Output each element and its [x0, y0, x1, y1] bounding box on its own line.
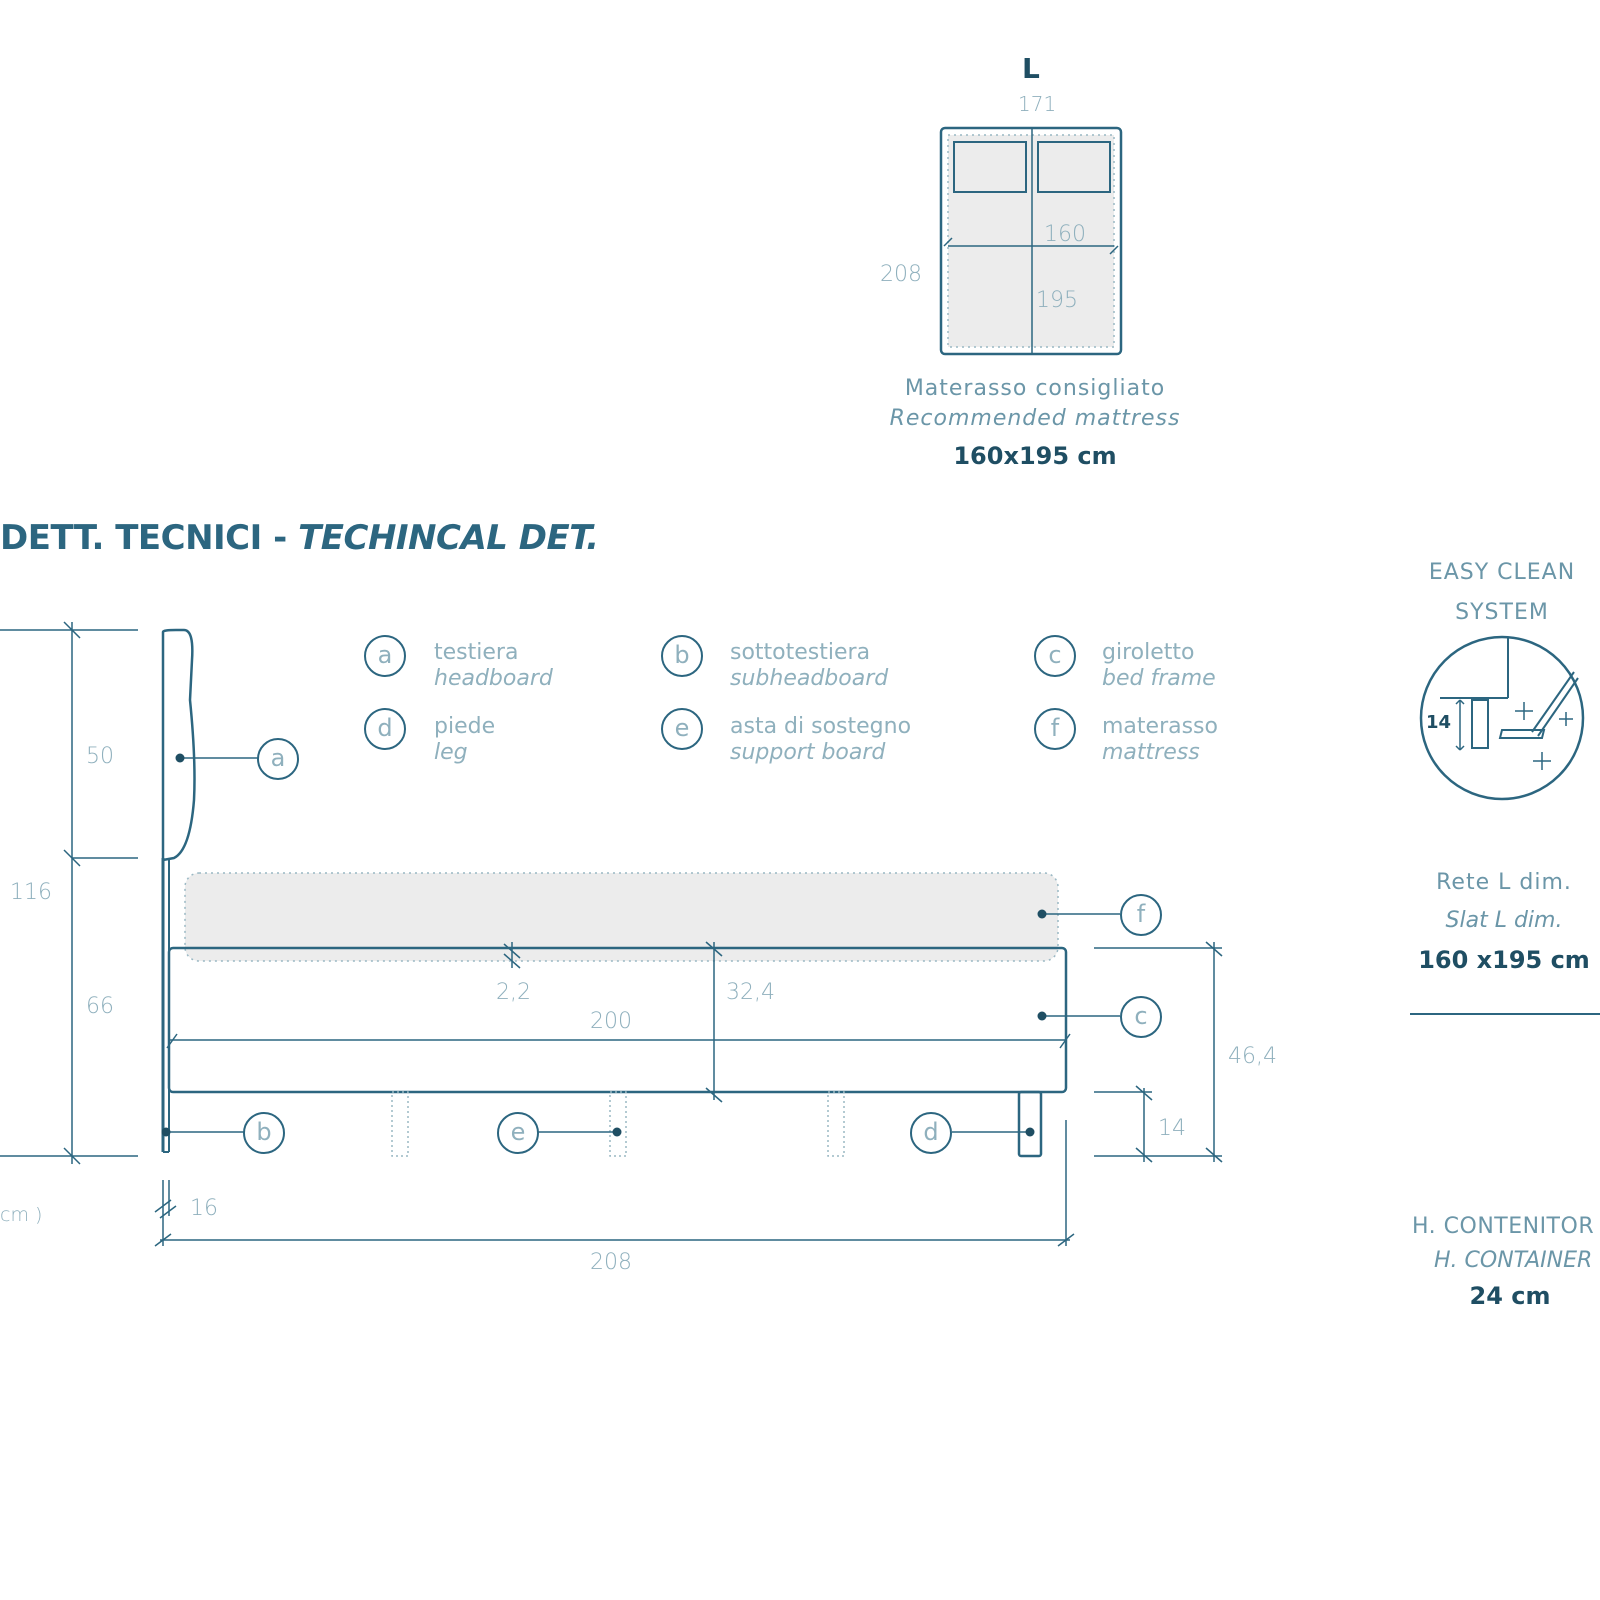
slat-size: 160 x195 cm [1418, 946, 1590, 974]
legend-label-it: materasso [1102, 714, 1218, 739]
legend-label-it: asta di sostegno [730, 714, 912, 739]
slat-en: Slat L dim. [1445, 908, 1563, 933]
easy-clean-detail [1410, 635, 1600, 1015]
slat-it: Rete L dim. [1436, 870, 1572, 895]
easy-clean-title-1: EASY CLEAN [1428, 560, 1576, 585]
legend-label-it: testiera [434, 640, 519, 665]
easy-clean-title-2: SYSTEM [1455, 600, 1549, 625]
legend-bullet-e: e [661, 708, 703, 750]
dim-frame-depth: 32,4 [726, 980, 775, 1005]
inner-length-value: 195 [1036, 288, 1078, 313]
leg [1017, 1090, 1043, 1158]
support-1 [391, 1091, 409, 1157]
legend-label-en: headboard [434, 666, 553, 691]
callout-b: b [243, 1112, 285, 1154]
bed-outline [939, 126, 1123, 356]
dim-lower-height: 66 [86, 994, 114, 1019]
bed-frame [167, 946, 1068, 1094]
dim-total-length: 208 [590, 1250, 632, 1275]
outer-length-value: 208 [880, 262, 922, 287]
dim-headboard-thickness: 16 [190, 1196, 218, 1221]
legend-label-en: leg [434, 740, 468, 765]
dim-headboard-height: 50 [86, 744, 114, 769]
callout-c: c [1120, 996, 1162, 1038]
container-it: H. CONTENITOR [1412, 1214, 1595, 1239]
mattress-caption-size: 160x195 cm [953, 442, 1117, 470]
outer-width-value: 171 [1018, 92, 1057, 116]
mattress-side [184, 872, 1059, 962]
section-title-en: TECHINCAL DET. [298, 518, 599, 558]
mattress-caption-en: Recommended mattress [889, 406, 1181, 431]
legend-bullet-f: f [1034, 708, 1076, 750]
dim-leg-height: 14 [1158, 1116, 1186, 1141]
bed-elevation [0, 621, 1223, 1247]
mattress-plan [939, 126, 1123, 356]
legend-label-en: subheadboard [730, 666, 889, 691]
support-3 [827, 1091, 845, 1157]
legend-label-it: sottotestiera [730, 640, 871, 665]
pillow-left [953, 141, 1027, 193]
callout-f: f [1120, 894, 1162, 936]
legend-bullet-c: c [1034, 635, 1076, 677]
inner-width-value: 160 [1044, 222, 1086, 247]
legend-bullet-d: d [364, 708, 406, 750]
size-label: L [1022, 52, 1040, 85]
callout-d: d [910, 1112, 952, 1154]
pillow-right [1037, 141, 1111, 193]
section-title: DETT. TECNICI - TECHINCAL DET. [0, 518, 599, 558]
callout-e: e [497, 1112, 539, 1154]
mattress-caption-it: Materasso consigliato [904, 376, 1166, 401]
dim-frame-length: 200 [590, 1009, 632, 1034]
easy-clean-clearance: 14 [1426, 712, 1452, 733]
support-2 [609, 1091, 627, 1157]
legend-label-en: support board [730, 740, 886, 765]
legend-label-en: bed frame [1102, 666, 1216, 691]
legend-label-it: piede [434, 714, 496, 739]
legend-label-en: mattress [1102, 740, 1200, 765]
dim-total-height: 116 [10, 880, 52, 905]
container-size: 24 cm [1469, 1282, 1551, 1310]
legend-bullet-a: a [364, 635, 406, 677]
section-title-it: DETT. TECNICI - [0, 518, 299, 558]
legend-label-it: giroletto [1102, 640, 1195, 665]
legend-bullet-b: b [661, 635, 703, 677]
dim-frame-thickness: 2,2 [496, 980, 531, 1005]
container-en: H. CONTAINER [1434, 1248, 1593, 1273]
dim-unit-note: cm ) [0, 1204, 43, 1226]
dim-frame-total-height: 46,4 [1228, 1044, 1277, 1069]
callout-a: a [257, 738, 299, 780]
headboard-shape [161, 628, 196, 862]
